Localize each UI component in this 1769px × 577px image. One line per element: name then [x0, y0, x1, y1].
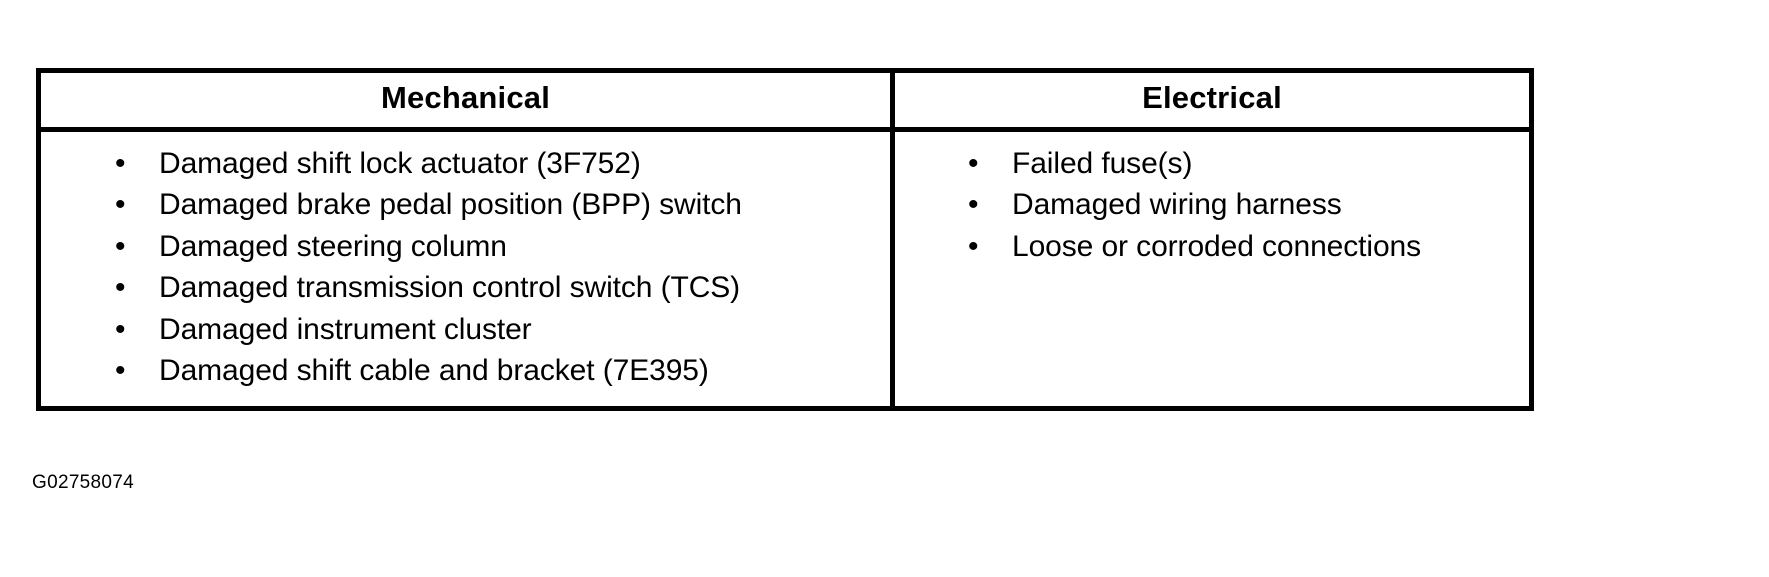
list-item-label: Damaged shift lock actuator (3F752)	[159, 146, 641, 180]
mechanical-bullet-list: • Damaged shift lock actuator (3F752) • …	[41, 143, 890, 392]
electrical-bullet-list: • Failed fuse(s) • Damaged wiring harnes…	[895, 143, 1529, 268]
column-body-mechanical: • Damaged shift lock actuator (3F752) • …	[41, 131, 895, 406]
list-item: • Damaged brake pedal position (BPP) swi…	[41, 184, 890, 226]
list-item-label: Damaged transmission control switch (TCS…	[159, 271, 741, 305]
list-item: • Damaged shift cable and bracket (7E395…	[41, 350, 890, 392]
table-header-row: Mechanical Electrical	[41, 73, 1529, 132]
bullet-icon: •	[115, 354, 126, 388]
list-item-label: Damaged instrument cluster	[159, 312, 532, 346]
list-item: • Damaged transmission control switch (T…	[41, 267, 890, 309]
list-item: • Damaged shift lock actuator (3F752)	[41, 143, 890, 185]
list-item: • Damaged steering column	[41, 226, 890, 268]
figure-id-label: G02758074	[32, 472, 135, 493]
table-body-row: • Damaged shift lock actuator (3F752) • …	[41, 131, 1529, 406]
bullet-icon: •	[968, 188, 979, 222]
column-header-mechanical: Mechanical	[41, 73, 895, 127]
column-body-electrical: • Failed fuse(s) • Damaged wiring harnes…	[895, 132, 1529, 406]
bullet-icon: •	[115, 188, 126, 222]
list-item-label: Loose or corroded connections	[1012, 229, 1422, 263]
bullet-icon: •	[115, 312, 126, 346]
list-item-label: Damaged shift cable and bracket (7E395)	[159, 354, 709, 388]
column-header-electrical: Electrical	[1142, 80, 1282, 115]
bullet-icon: •	[115, 229, 126, 263]
bullet-icon: •	[115, 146, 126, 180]
list-item-label: Damaged brake pedal position (BPP) switc…	[159, 188, 742, 222]
list-item-label: Damaged wiring harness	[1012, 188, 1342, 222]
bullet-icon: •	[968, 229, 979, 263]
list-item: • Damaged wiring harness	[895, 184, 1529, 226]
list-item-label: Failed fuse(s)	[1012, 146, 1193, 180]
bullet-icon: •	[115, 271, 126, 305]
list-item: • Damaged instrument cluster	[41, 309, 890, 351]
bullet-icon: •	[968, 146, 979, 180]
list-item: • Loose or corroded connections	[895, 226, 1529, 268]
fault-causes-table: Mechanical Electrical • Damaged shift lo…	[36, 68, 1534, 411]
list-item-label: Damaged steering column	[159, 229, 507, 263]
list-item: • Failed fuse(s)	[895, 143, 1529, 185]
